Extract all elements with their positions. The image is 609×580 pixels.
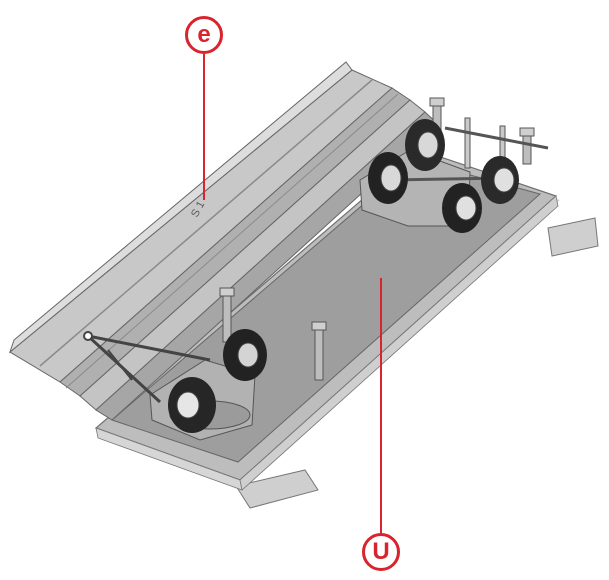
- jack-stand: [219, 287, 235, 297]
- callout-e: e: [185, 16, 223, 54]
- callout-u: U: [362, 533, 400, 571]
- wheel: [481, 156, 519, 204]
- jack-stand: [222, 295, 232, 343]
- front-axle-assembly: [83, 287, 327, 441]
- tow-eye: [83, 331, 93, 341]
- end-tab-left: [235, 469, 319, 509]
- rail-groove: [39, 79, 373, 367]
- wheel: [168, 377, 216, 433]
- fence-rail: [444, 126, 549, 150]
- callout-leader-u: [380, 278, 382, 534]
- jack-stand: [429, 97, 445, 107]
- wheel: [442, 183, 482, 233]
- end-tab-right: [547, 217, 599, 257]
- jack-stand: [522, 135, 532, 165]
- fence-post: [464, 117, 471, 169]
- callout-leader-e: [203, 54, 205, 200]
- tow-bar: [107, 349, 133, 381]
- tray-rim-right: [239, 195, 559, 491]
- jack-stand: [519, 127, 535, 137]
- rail-top-face: [8, 61, 353, 354]
- rail-groove: [65, 93, 399, 389]
- wheel: [405, 119, 445, 171]
- jack-stand: [314, 329, 324, 381]
- wheel: [368, 152, 408, 204]
- wheel: [223, 329, 267, 381]
- jack-stand: [311, 321, 327, 331]
- rear-axle-assembly: [359, 97, 549, 233]
- tow-bar: [87, 334, 211, 362]
